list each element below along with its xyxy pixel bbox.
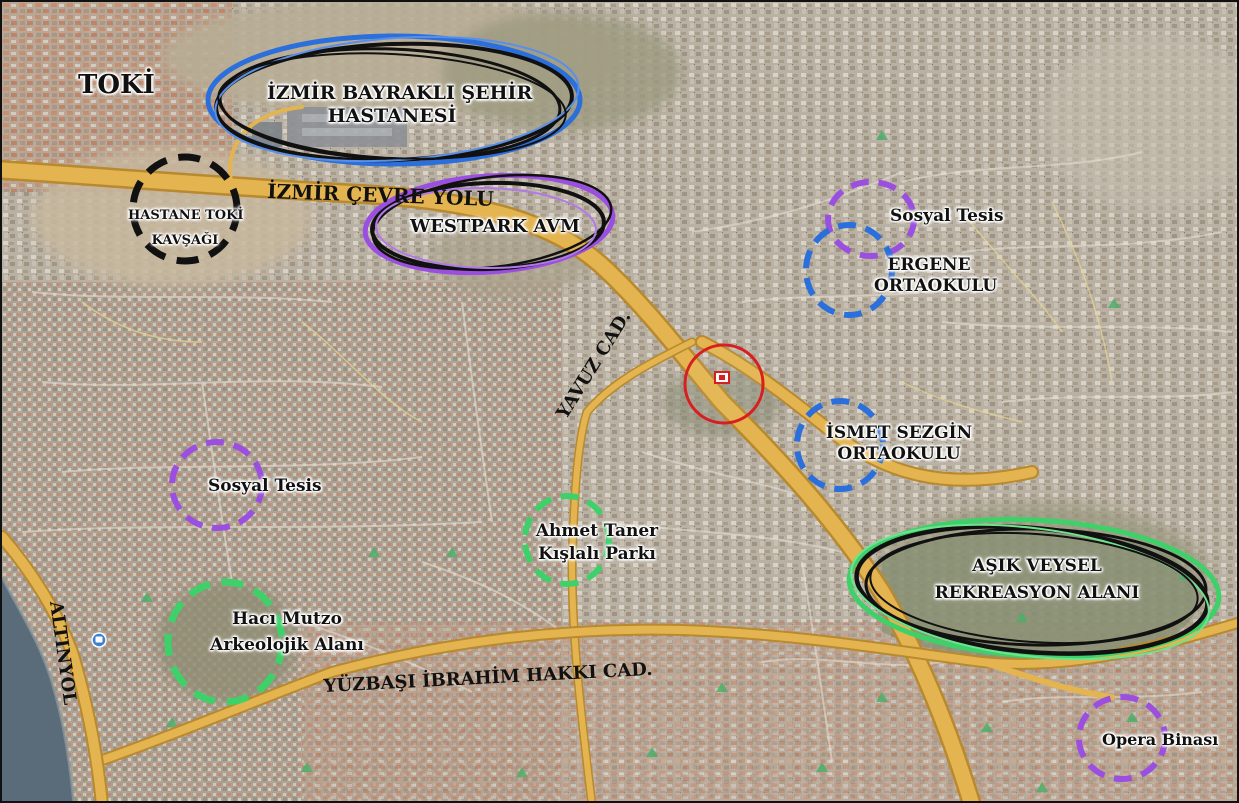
ahmet-ring [522, 493, 612, 587]
opera-ring [1076, 694, 1168, 782]
junction-ring [129, 153, 241, 265]
target-site [683, 343, 765, 425]
hospital-label: İZMİR BAYRAKLI ŞEHİR HASTANESİ [267, 82, 533, 128]
ergene-label: ERGENE ORTAOKULU [874, 255, 998, 296]
social-facility-w-label: Sosyal Tesis [208, 476, 322, 496]
haci-label-line1: Hacı Mutzo [232, 609, 342, 629]
ergene-ring [803, 222, 895, 318]
ahmet-label: Ahmet Taner Kışlalı Parkı [528, 520, 666, 566]
hospital-ring [205, 33, 583, 167]
haci-label: Hacı Mutzo Arkeolojik Alanı [197, 607, 377, 658]
ergene-label-line2: ORTAOKULU [874, 275, 998, 296]
social-facility-w-ring [169, 439, 265, 531]
junction-label-line2: KAVŞAĞI [151, 232, 219, 248]
ismet-ring [794, 398, 886, 492]
ahmet-label-line1: Ahmet Taner [535, 521, 659, 541]
local-streets [81, 201, 1113, 423]
westpark-label: WESTPARK AVM [410, 216, 580, 237]
hospital-label-line1: İZMİR BAYRAKLI ŞEHİR [267, 82, 533, 104]
haci-ring [164, 578, 286, 706]
westpark-ring [362, 172, 616, 276]
junction-label: HASTANE TOKİ KAVŞAĞI [128, 204, 244, 253]
ismet-label-line1: İSMET SEZGİN [825, 423, 973, 443]
social-facility-ne-ring [825, 179, 917, 259]
hospital-complex [252, 107, 407, 147]
haci-label-line2: Arkeolojik Alanı [210, 634, 364, 655]
ismet-label-line2: ORTAOKULU [837, 443, 961, 464]
asik-label-line2: REKREASYON ALANI [934, 583, 1140, 604]
bus-stop-icon [91, 632, 107, 648]
ismet-label: İSMET SEZGİN ORTAOKULU [824, 423, 974, 464]
opera-label: Opera Binası [1102, 730, 1219, 749]
hospital-label-line2: HASTANESİ [327, 105, 457, 128]
asik-label-line1: AŞIK VEYSEL [972, 556, 1102, 576]
junction-label-line1: HASTANE TOKİ [128, 208, 244, 223]
sea [2, 577, 74, 801]
toki-label: TOKİ [78, 70, 155, 100]
social-facility-ne-label: Sosyal Tesis [890, 206, 1004, 226]
asik-ring [846, 516, 1222, 661]
park-area [882, 528, 1199, 661]
ahmet-label-line2: Kışlalı Parkı [538, 543, 656, 564]
ergene-label-line1: ERGENE [887, 255, 971, 275]
major-roads [2, 105, 1237, 801]
asik-label: AŞIK VEYSEL REKREASYON ALANI [932, 553, 1142, 607]
